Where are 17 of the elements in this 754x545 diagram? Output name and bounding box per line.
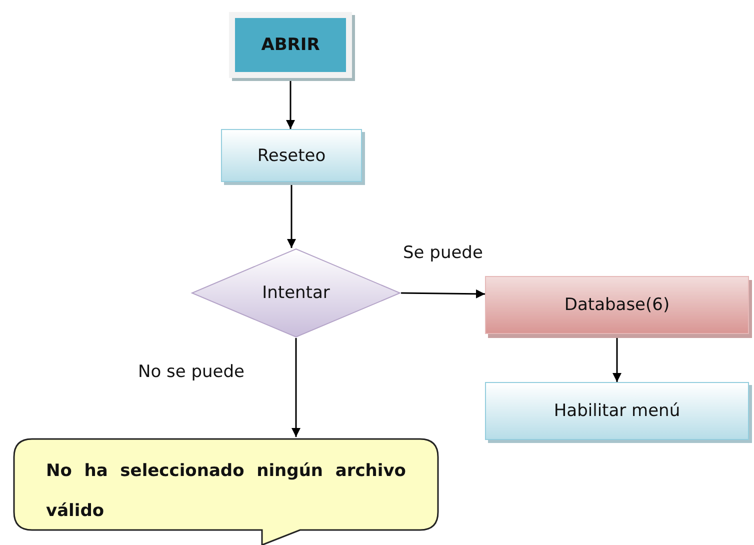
process-box bbox=[485, 382, 749, 440]
speech-bubble bbox=[12, 437, 440, 545]
arrow bbox=[292, 338, 300, 437]
decision-diamond bbox=[191, 248, 401, 338]
start-box bbox=[229, 12, 352, 78]
node-text: Database(6) bbox=[564, 295, 670, 315]
arrow bbox=[287, 182, 296, 248]
arrow bbox=[400, 289, 486, 298]
edge-label: No se puede bbox=[138, 362, 245, 382]
node-text: Intentar bbox=[262, 283, 330, 303]
callout-text: No ha seleccionado ningún archivo válido bbox=[46, 460, 406, 523]
node-text: Habilitar menú bbox=[554, 401, 680, 421]
arrow bbox=[286, 78, 295, 129]
node-text: ABRIR bbox=[261, 35, 320, 55]
node-text: Reseteo bbox=[257, 146, 326, 166]
edge-label: Se puede bbox=[403, 243, 483, 263]
process-box bbox=[221, 129, 362, 182]
